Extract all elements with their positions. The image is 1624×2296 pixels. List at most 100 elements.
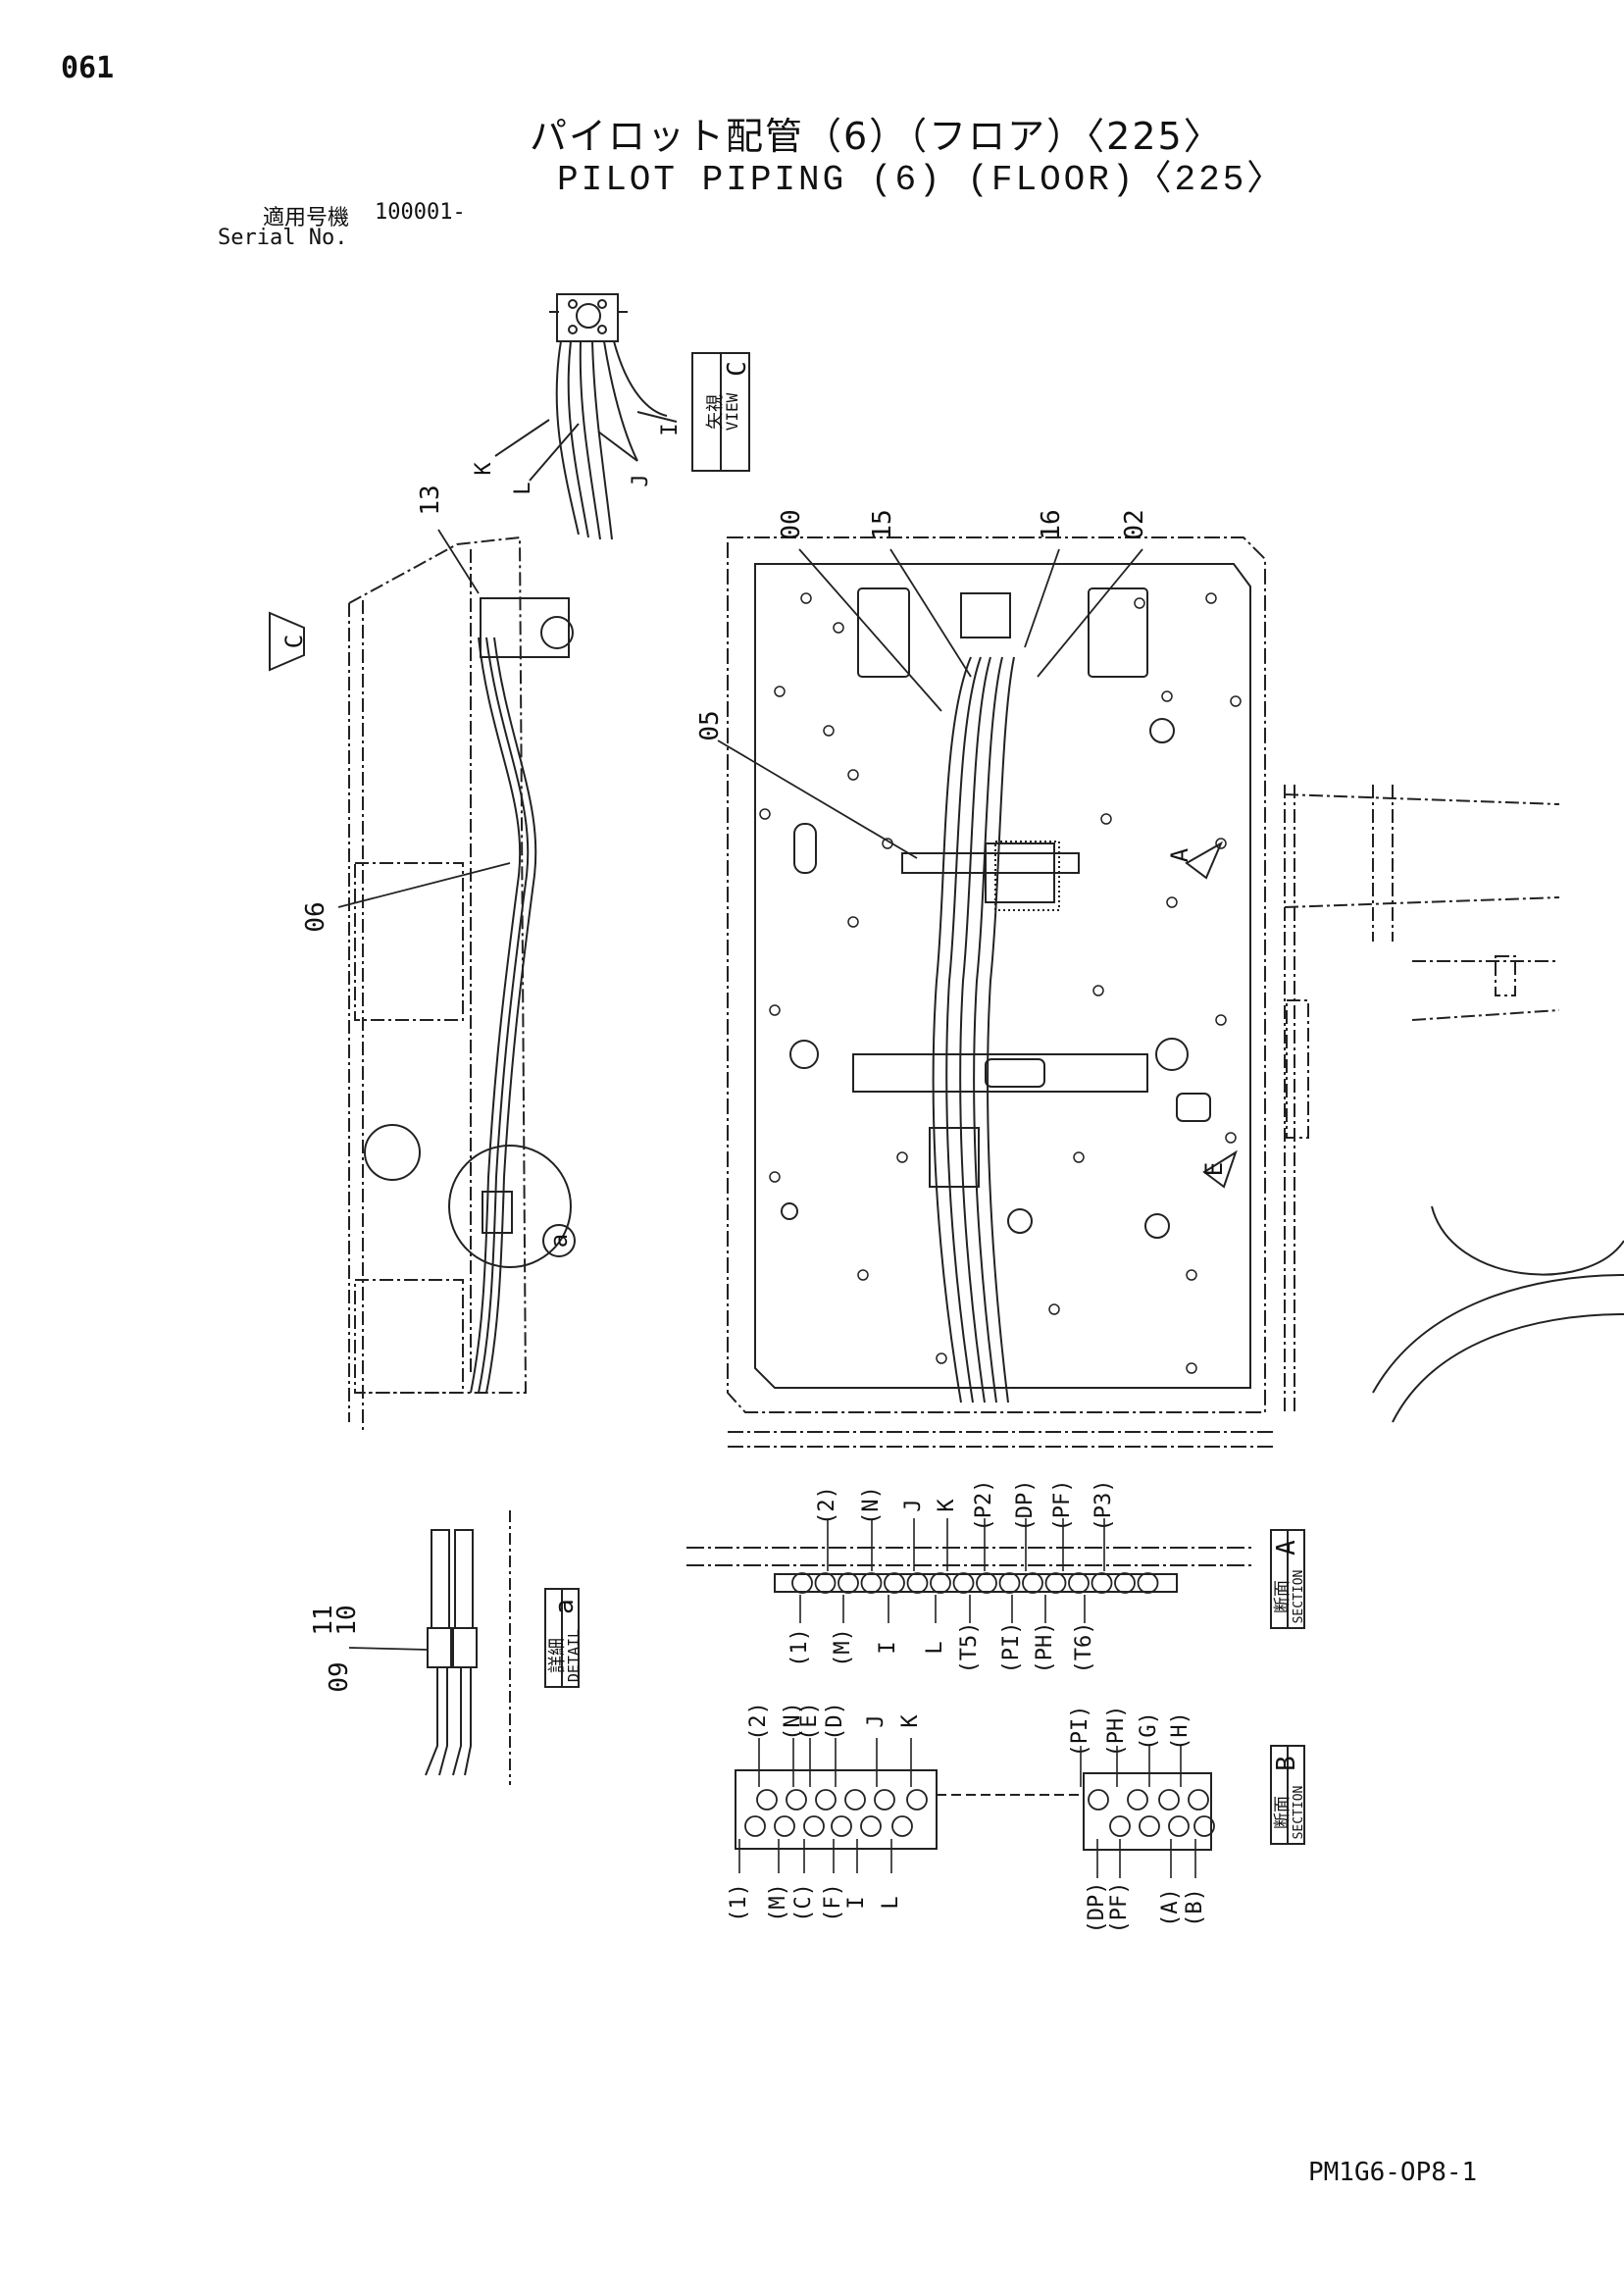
section-b-lower-port (891, 1815, 913, 1837)
hose-clamp (929, 1127, 980, 1188)
section-a-port (1091, 1572, 1113, 1594)
section-a-port (1022, 1572, 1043, 1594)
section-b-right-bottom-label: (DP) (1085, 1882, 1109, 1934)
detail-a-label: 詳細 DETAIL a (547, 1599, 583, 1682)
section-a-letter: A (1272, 1540, 1301, 1556)
section-b-upper-port (1088, 1789, 1109, 1811)
section-a-port (930, 1572, 951, 1594)
section-a-bottom-label: (PI) (999, 1622, 1024, 1674)
section-a-port (860, 1572, 883, 1594)
section-b-right-bottom-label: (B) (1183, 1888, 1207, 1927)
detail-a-en: DETAIL (565, 1629, 583, 1682)
section-a-port (976, 1572, 997, 1594)
part-callout-09: 09 (325, 1661, 354, 1692)
part-callout-02: 02 (1120, 509, 1149, 539)
section-b-letter: B (1272, 1756, 1301, 1771)
section-a-port (952, 1572, 975, 1594)
document-code: PM1G6-OP8-1 (1308, 2158, 1478, 2187)
section-b-lower-port (774, 1815, 795, 1837)
part-callout-10: 10 (332, 1605, 362, 1635)
detail-a-letter: a (550, 1599, 580, 1614)
section-a-bottom-label: (M) (831, 1628, 855, 1667)
section-b-ja: 断面 (1273, 1796, 1293, 1829)
section-b-en: SECTION (1292, 1786, 1306, 1840)
serial-number-value: 100001- (375, 200, 466, 225)
part-callout-11: 11 (309, 1605, 338, 1635)
serial-label-english: Serial No. (218, 226, 348, 250)
floor-plate-plan (727, 536, 1275, 1448)
section-b-left-top-label: (D) (823, 1702, 847, 1741)
section-b-label: 断面 SECTION B (1272, 1756, 1306, 1839)
detail-a-ja: 詳細 (547, 1638, 568, 1673)
section-b-upper-port (844, 1789, 866, 1811)
page-title-japanese: パイロット配管（6）（フロア）〈225〉 (530, 115, 1223, 158)
marker-a-arrow: A (1166, 847, 1193, 862)
section-a-bottom-label: I (876, 1641, 900, 1654)
marker-c: C (280, 635, 308, 648)
section-a-port (837, 1572, 859, 1594)
section-b-left-bottom-label: (1) (727, 1883, 751, 1922)
page-number: 061 (61, 51, 115, 85)
detail-a-callout-circle (448, 1145, 572, 1268)
section-a-bottom-label: (PH) (1033, 1622, 1057, 1674)
section-b-lower-port (803, 1815, 825, 1837)
section-a-top-label: K (935, 1499, 959, 1512)
section-b-lower-port (1168, 1815, 1190, 1837)
section-a-port (998, 1572, 1021, 1594)
section-a-label: 断面 SECTION A (1272, 1540, 1306, 1624)
section-b-left-top-label: (2) (746, 1702, 771, 1741)
section-b-left-top-label: (E) (797, 1702, 822, 1741)
section-b-upper-port (756, 1789, 778, 1811)
section-b-left-bottom-label: (C) (791, 1883, 816, 1922)
marker-a-circle: a (545, 1234, 573, 1248)
section-b-lower-port (831, 1815, 852, 1837)
floor-bolt-holes (759, 592, 1242, 1374)
section-b-right-top-label: (H) (1168, 1711, 1193, 1751)
section-b-lower-port (1193, 1815, 1215, 1837)
section-b-right-top-label: (G) (1137, 1711, 1161, 1751)
section-a-bottom-label: (T6) (1072, 1622, 1096, 1674)
section-b-left-top-label: K (898, 1714, 923, 1728)
section-b-lower-port (1109, 1815, 1131, 1837)
section-b-upper-port (874, 1789, 895, 1811)
section-b-right-bottom-label: (A) (1158, 1888, 1183, 1927)
section-a-bottom-label: (T5) (957, 1622, 982, 1674)
view-c-label-box (691, 352, 750, 472)
pilot-valve-block (556, 293, 619, 342)
section-a-port (884, 1572, 905, 1594)
section-a-bottom-label: L (923, 1641, 947, 1654)
floor-pilot-hoses (901, 656, 1238, 1403)
part-callout-06: 06 (301, 901, 330, 932)
section-a-en: SECTION (1292, 1570, 1306, 1624)
side-elevation-view (348, 536, 528, 1432)
part-callout-16: 16 (1037, 509, 1066, 539)
view-c-ja: 矢視 (705, 394, 726, 430)
section-b-left-bottom-label: (F) (821, 1883, 845, 1922)
part-callout-00: 00 (777, 509, 806, 539)
view-c-en: VIEW (723, 392, 741, 431)
section-a-ja: 断面 (1273, 1580, 1293, 1613)
callout-leaders (337, 529, 1143, 1651)
section-b-upper-port (815, 1789, 837, 1811)
section-a-port (1137, 1572, 1159, 1594)
section-b-right-bottom-label: (PF) (1107, 1882, 1132, 1934)
section-a-drawing (686, 1529, 1305, 1629)
section-a-port (906, 1572, 929, 1594)
view-c-hose-l: L (511, 482, 535, 494)
page-title-english: PILOT PIPING (6) (FLOOR)〈225〉 (557, 160, 1286, 200)
section-b-lower-port (860, 1815, 882, 1837)
section-b-upper-port (1127, 1789, 1148, 1811)
section-a-port (1114, 1572, 1136, 1594)
view-c-hose-i: I (658, 423, 683, 435)
section-a-port (1044, 1572, 1067, 1594)
part-callout-05: 05 (695, 710, 725, 740)
section-b-upper-port (906, 1789, 928, 1811)
section-b-left-top-label: (N) (781, 1702, 805, 1741)
section-b-lower-port (1139, 1815, 1160, 1837)
view-c-hose-j: J (629, 474, 653, 486)
section-b-left-bottom-label: I (844, 1896, 869, 1909)
